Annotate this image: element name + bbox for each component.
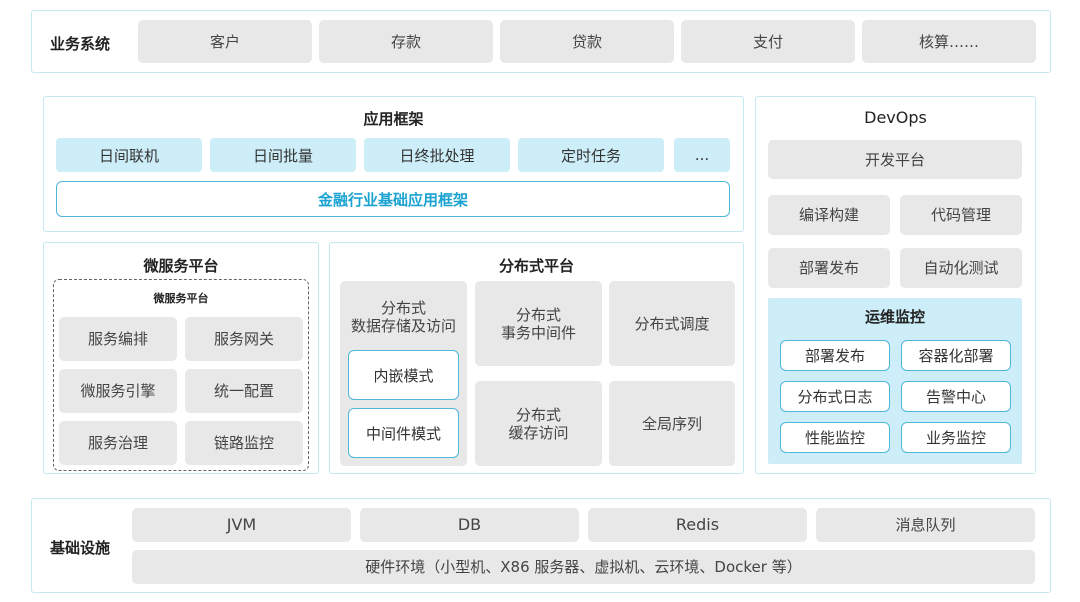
dist-tx-line2: 事务中间件 (500, 323, 576, 342)
ops-item-logging: 分布式日志 (780, 381, 890, 412)
ops-item-container: 容器化部署 (901, 340, 1011, 371)
distributed-title: 分布式平台 (498, 257, 574, 275)
dist-storage-line2: 数据存储及访问 (350, 317, 456, 335)
devops-title: DevOps (864, 108, 927, 127)
dist-storage-line1: 分布式 (380, 299, 426, 317)
framework-item-batch: 日间批量 (210, 138, 356, 172)
infra-layer-label: 基础设施 (50, 539, 111, 557)
ops-item-deploy: 部署发布 (780, 340, 890, 371)
devops-item-build: 编译构建 (768, 195, 890, 235)
ms-item-tracing: 链路监控 (185, 421, 303, 465)
devops-item-auto-test: 自动化测试 (900, 248, 1022, 288)
ms-item-orchestration: 服务编排 (59, 317, 177, 361)
ms-item-gateway: 服务网关 (185, 317, 303, 361)
ops-item-alert: 告警中心 (901, 381, 1011, 412)
ops-monitoring-title: 运维监控 (864, 308, 925, 326)
infra-hardware: 硬件环境（小型机、X86 服务器、虚拟机、云环境、Docker 等） (132, 550, 1035, 584)
dev-platform: 开发平台 (768, 140, 1022, 179)
business-item-payment: 支付 (681, 20, 855, 63)
ms-item-governance: 服务治理 (59, 421, 177, 465)
dist-storage-middleware-mode: 中间件模式 (348, 408, 459, 458)
dist-scheduling: 分布式调度 (609, 281, 735, 366)
ms-item-engine: 微服务引擎 (59, 369, 177, 413)
dist-cache-line2: 缓存访问 (508, 423, 569, 442)
devops-item-code-mgmt: 代码管理 (900, 195, 1022, 235)
infra-item-redis: Redis (588, 508, 807, 542)
ms-item-config: 统一配置 (185, 369, 303, 413)
business-item-deposit: 存款 (319, 20, 493, 63)
dist-cache-line1: 分布式 (515, 405, 561, 424)
infra-item-jvm: JVM (132, 508, 351, 542)
dist-cache-access: 分布式 缓存访问 (475, 381, 602, 466)
dist-global-sequence: 全局序列 (609, 381, 735, 466)
microservice-title: 微服务平台 (143, 257, 219, 275)
infra-item-db: DB (360, 508, 579, 542)
business-item-accounting: 核算…… (862, 20, 1036, 63)
business-item-customer: 客户 (138, 20, 312, 63)
framework-item-more: ... (674, 138, 730, 172)
dist-storage-embedded-mode: 内嵌模式 (348, 350, 459, 400)
dist-tx-line1: 分布式 (515, 305, 561, 324)
financial-base-framework: 金融行业基础应用框架 (56, 181, 730, 217)
business-item-loan: 贷款 (500, 20, 674, 63)
framework-item-eod: 日终批处理 (364, 138, 510, 172)
ops-item-performance: 性能监控 (780, 422, 890, 453)
devops-item-deploy: 部署发布 (768, 248, 890, 288)
app-framework-title: 应用框架 (363, 110, 424, 128)
dist-transaction-middleware: 分布式 事务中间件 (475, 281, 602, 366)
infra-item-mq: 消息队列 (816, 508, 1035, 542)
framework-item-online: 日间联机 (56, 138, 202, 172)
microservice-inner-title: 微服务平台 (153, 292, 209, 305)
framework-item-scheduled: 定时任务 (518, 138, 664, 172)
business-layer-label: 业务系统 (50, 35, 111, 53)
ops-item-business: 业务监控 (901, 422, 1011, 453)
